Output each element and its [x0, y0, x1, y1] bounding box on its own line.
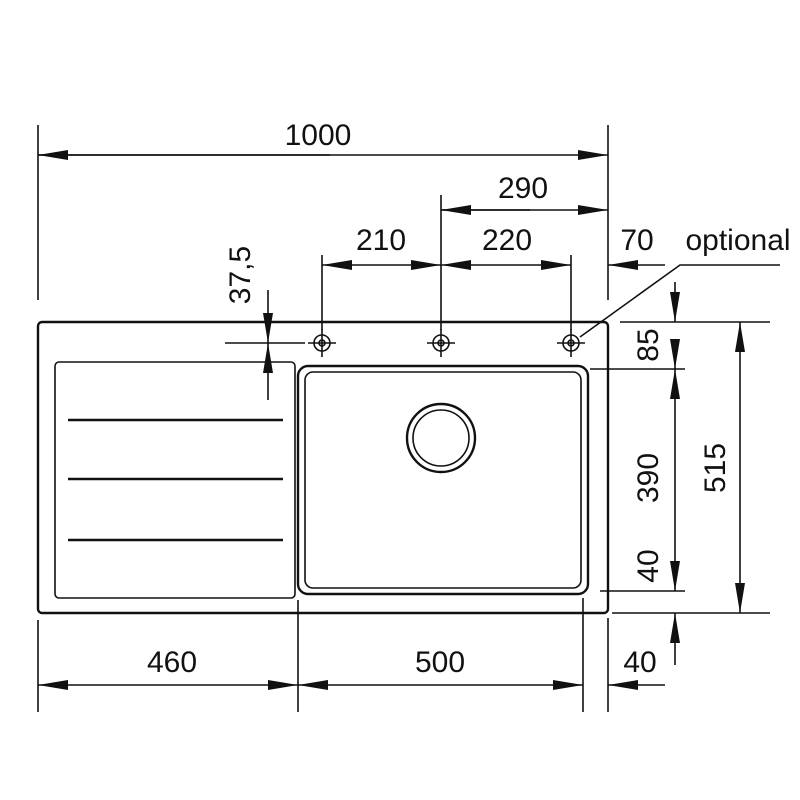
tap-holes: [308, 329, 585, 357]
dim-bowl-depth: 390: [632, 453, 665, 503]
dim-bowl-width: 500: [415, 646, 465, 679]
drain-outer: [405, 402, 477, 474]
dim-right-offset: 290: [498, 172, 548, 205]
sink-outline: [36, 320, 610, 615]
drain-inner: [412, 409, 470, 467]
dim-drainer-width: 460: [147, 646, 197, 679]
dim-hole-spacing-right: 220: [482, 224, 532, 257]
dim-hole-from-edge: 37,5: [224, 246, 257, 304]
drainboard: [54, 361, 296, 599]
dim-bottom-margin: 40: [632, 549, 665, 582]
dim-right-margin: 40: [623, 646, 656, 679]
optional-label: optional: [685, 224, 790, 257]
dim-overall-width: 1000: [285, 119, 352, 152]
dim-overall-depth: 515: [699, 443, 732, 493]
drainboard-grooves: [68, 418, 283, 542]
dim-top-margin: 85: [632, 328, 665, 361]
extension-lines: [37, 125, 780, 712]
dim-hole-spacing-left: 210: [356, 224, 406, 257]
dim-hole-edge: 70: [620, 224, 653, 257]
dimension-lines: [38, 150, 745, 690]
bowl: [296, 364, 590, 596]
